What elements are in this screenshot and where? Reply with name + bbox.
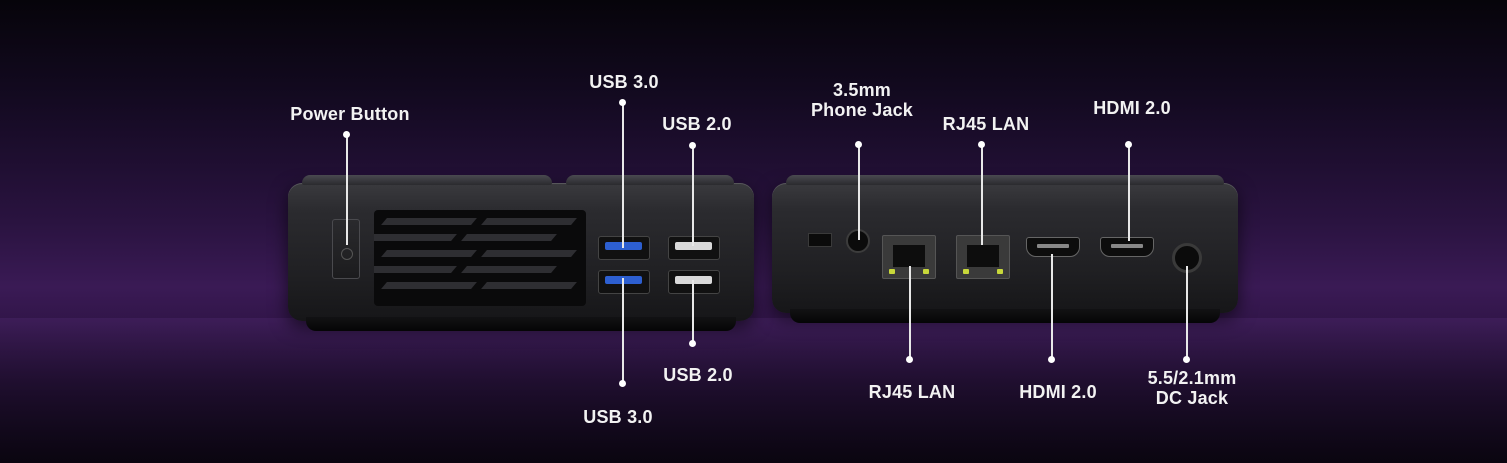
- front-top-lip-right: [566, 175, 734, 185]
- callout-line-usb30-top: [622, 103, 624, 248]
- usb20-port-top[interactable]: [668, 236, 720, 260]
- callout-dot-usb20-top: [689, 142, 696, 149]
- hdmi-port-left[interactable]: [1026, 237, 1080, 257]
- rear-base: [790, 309, 1220, 323]
- rj45-port-right[interactable]: [956, 235, 1010, 279]
- callout-dot-rj45-bottom: [906, 356, 913, 363]
- label-hdmi-top: HDMI 2.0: [1093, 98, 1171, 118]
- callout-dot-usb20-bottom: [689, 340, 696, 347]
- callout-dot-usb30-top: [619, 99, 626, 106]
- callout-line-hdmi-top: [1128, 145, 1130, 241]
- mini-pc-rear: [772, 175, 1238, 323]
- callout-line-hdmi-bottom: [1051, 254, 1053, 360]
- callout-dot-usb30-bottom: [619, 380, 626, 387]
- floor-reflection: [0, 318, 1507, 463]
- callout-line-usb20-bottom: [692, 280, 694, 344]
- rear-top-lip: [786, 175, 1224, 185]
- usb20-port-bottom[interactable]: [668, 270, 720, 294]
- callout-dot-hdmi-top: [1125, 141, 1132, 148]
- front-top-lip: [302, 175, 552, 185]
- label-usb20-bottom: USB 2.0: [663, 365, 733, 385]
- callout-line-usb20-top: [692, 146, 694, 246]
- callout-dot-rj45-top: [978, 141, 985, 148]
- callout-line-dc-jack: [1186, 266, 1188, 360]
- callout-line-usb30-bottom: [622, 278, 624, 384]
- label-usb30-top: USB 3.0: [589, 72, 659, 92]
- power-icon: [341, 248, 353, 260]
- label-power-button: Power Button: [290, 104, 410, 124]
- callout-dot-phone-jack: [855, 141, 862, 148]
- label-hdmi-bottom: HDMI 2.0: [1019, 382, 1097, 402]
- air-vent-grille: [374, 210, 586, 306]
- mini-pc-front: [288, 175, 754, 331]
- label-phone-jack: 3.5mm Phone Jack: [810, 80, 914, 120]
- label-dc-jack: 5.5/2.1mm DC Jack: [1147, 368, 1237, 408]
- callout-dot-hdmi-bottom: [1048, 356, 1055, 363]
- callout-dot-power: [343, 131, 350, 138]
- kensington-lock-slot: [808, 233, 832, 247]
- usb30-port-top[interactable]: [598, 236, 650, 260]
- usb30-port-bottom[interactable]: [598, 270, 650, 294]
- hdmi-port-right[interactable]: [1100, 237, 1154, 257]
- callout-line-rj45-top: [981, 145, 983, 245]
- callout-line-phone-jack: [858, 145, 860, 240]
- label-usb20-top: USB 2.0: [662, 114, 732, 134]
- front-base: [306, 317, 736, 331]
- callout-line-rj45-bottom: [909, 266, 911, 360]
- callout-line-power: [346, 135, 348, 245]
- callout-dot-dc-jack: [1183, 356, 1190, 363]
- label-rj45-top: RJ45 LAN: [942, 114, 1030, 134]
- label-usb30-bottom: USB 3.0: [583, 407, 653, 427]
- label-rj45-bottom: RJ45 LAN: [868, 382, 956, 402]
